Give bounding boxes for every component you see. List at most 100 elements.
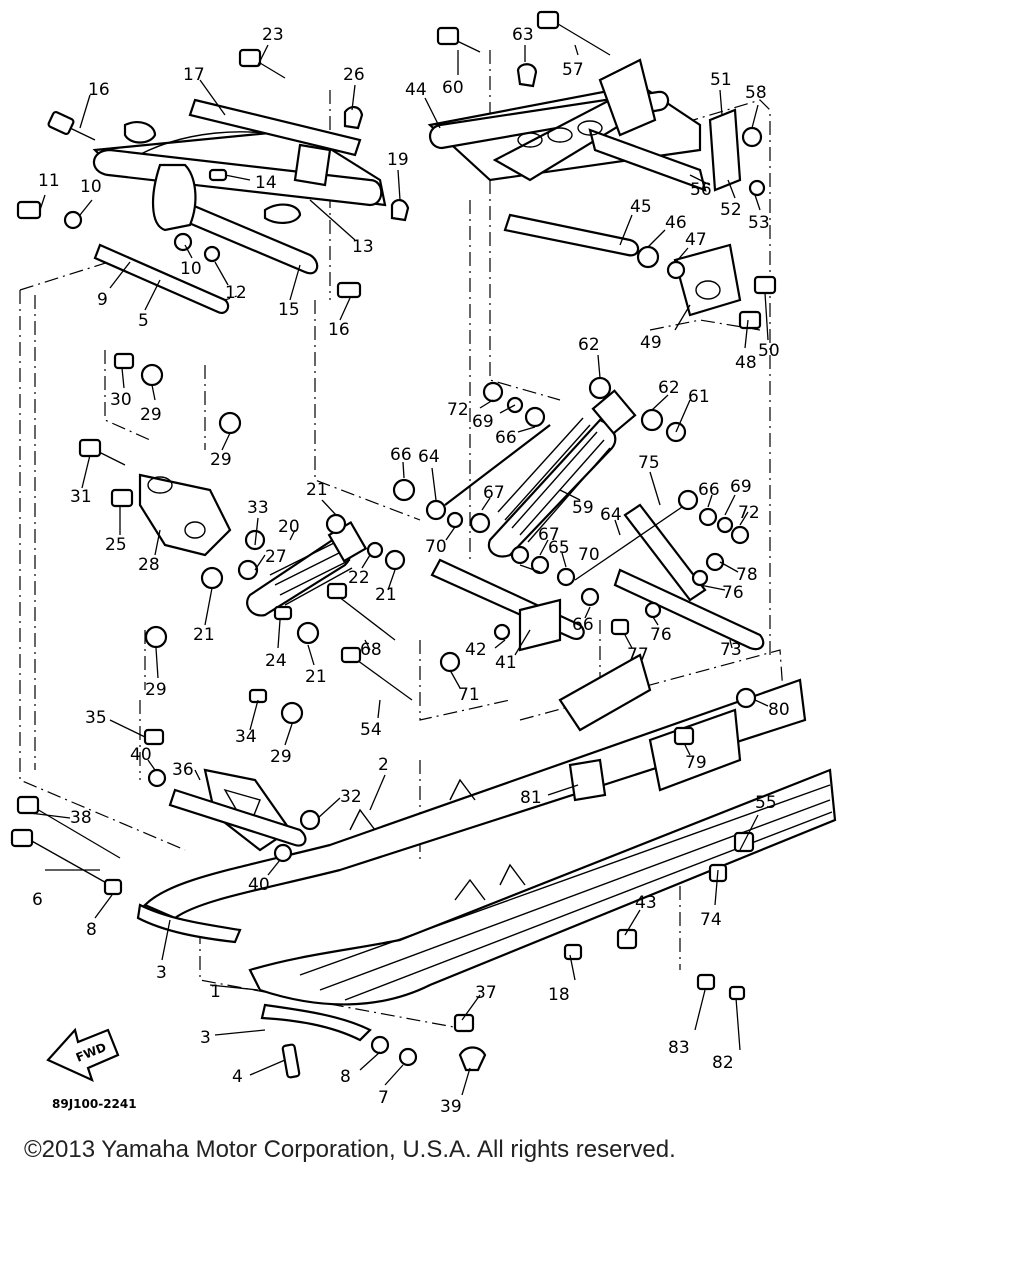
callout-66: 66 [698, 480, 720, 500]
callout-1: 1 [210, 982, 221, 1002]
callout-77: 77 [627, 645, 649, 665]
callout-62: 62 [578, 335, 600, 355]
callout-70: 70 [425, 537, 447, 557]
callout-13: 13 [352, 237, 374, 257]
lower-front-bracket [168, 768, 307, 852]
callout-80: 80 [768, 700, 790, 720]
callout-45: 45 [630, 197, 652, 217]
callout-63: 63 [512, 25, 534, 45]
callout-38: 38 [70, 808, 92, 828]
callout-21: 21 [305, 667, 327, 687]
callout-64: 64 [600, 505, 622, 525]
callout-15: 15 [278, 300, 300, 320]
callout-66: 66 [572, 615, 594, 635]
callout-35: 35 [85, 708, 107, 728]
callout-49: 49 [640, 333, 662, 353]
callout-58: 58 [745, 83, 767, 103]
callout-16: 16 [88, 80, 110, 100]
callout-55: 55 [755, 793, 777, 813]
callout-81: 81 [520, 788, 542, 808]
callout-42: 42 [465, 640, 487, 660]
callout-11: 11 [38, 171, 60, 191]
callout-76: 76 [650, 625, 672, 645]
callout-7: 7 [378, 1088, 389, 1108]
callout-29: 29 [145, 680, 167, 700]
callout-64: 64 [418, 447, 440, 467]
callout-3: 3 [156, 963, 167, 983]
callout-22: 22 [348, 568, 370, 588]
callout-29: 29 [210, 450, 232, 470]
callout-72: 72 [738, 503, 760, 523]
fwd-arrow-icon: FWD [46, 1027, 120, 1083]
callout-66: 66 [495, 428, 517, 448]
rear-shock [487, 389, 637, 558]
front-arm-assembly [92, 98, 387, 314]
callout-2: 2 [378, 755, 389, 775]
rear-pivot-arm [430, 503, 765, 652]
rods [29, 17, 686, 886]
callout-labels: 1 2 3 3 4 5 6 7 8 8 9 10 10 11 12 13 14 … [32, 25, 790, 1117]
callout-82: 82 [712, 1053, 734, 1073]
callout-23: 23 [262, 25, 284, 45]
callout-53: 53 [748, 213, 770, 233]
copyright-notice: ©2013 Yamaha Motor Corporation, U.S.A. A… [24, 1136, 676, 1163]
callout-47: 47 [685, 230, 707, 250]
callout-57: 57 [562, 60, 584, 80]
callout-71: 71 [458, 685, 480, 705]
callout-32: 32 [340, 787, 362, 807]
callout-43: 43 [635, 893, 657, 913]
callout-8: 8 [340, 1067, 351, 1087]
callout-19: 19 [387, 150, 409, 170]
rail-slider [136, 903, 372, 1042]
callout-41: 41 [495, 653, 517, 673]
callout-10: 10 [80, 177, 102, 197]
leader-lines [29, 44, 769, 1096]
callout-20: 20 [278, 517, 300, 537]
drawing-code: 89J100-2241 [52, 1097, 137, 1111]
callout-62: 62 [658, 378, 680, 398]
callout-30: 30 [110, 390, 132, 410]
callout-40: 40 [130, 745, 152, 765]
hardware [10, 10, 777, 1079]
callout-8: 8 [86, 920, 97, 940]
callout-51: 51 [710, 70, 732, 90]
callout-54: 54 [360, 720, 382, 740]
rubber-pad [568, 758, 607, 802]
callout-83: 83 [668, 1038, 690, 1058]
callout-16: 16 [328, 320, 350, 340]
slide-rail-lower [248, 708, 837, 1006]
callout-61: 61 [688, 387, 710, 407]
callout-18: 18 [548, 985, 570, 1005]
callout-69: 69 [472, 412, 494, 432]
callout-73: 73 [720, 640, 742, 660]
rear-arm-assembly [427, 58, 742, 317]
callout-28: 28 [138, 555, 160, 575]
slide-rail-upper [143, 653, 807, 920]
callout-67: 67 [483, 483, 505, 503]
callout-27: 27 [265, 547, 287, 567]
callout-59: 59 [572, 498, 594, 518]
callout-10: 10 [180, 259, 202, 279]
callout-24: 24 [265, 651, 287, 671]
callout-39: 39 [440, 1097, 462, 1117]
callout-74: 74 [700, 910, 722, 930]
callout-69: 69 [730, 477, 752, 497]
callout-6: 6 [32, 890, 43, 910]
callout-21: 21 [375, 585, 397, 605]
callout-50: 50 [758, 341, 780, 361]
callout-79: 79 [685, 753, 707, 773]
callout-52: 52 [720, 200, 742, 220]
callout-66: 66 [390, 445, 412, 465]
callout-9: 9 [97, 290, 108, 310]
callout-29: 29 [270, 747, 292, 767]
callout-34: 34 [235, 727, 257, 747]
callout-4: 4 [232, 1067, 243, 1087]
parts-diagram: 1 2 3 3 4 5 6 7 8 8 9 10 10 11 12 13 14 … [10, 10, 837, 1117]
callout-75: 75 [638, 453, 660, 473]
callout-29: 29 [140, 405, 162, 425]
callout-25: 25 [105, 535, 127, 555]
callout-12: 12 [225, 283, 247, 303]
callout-21: 21 [193, 625, 215, 645]
pivot-bracket [138, 473, 232, 557]
